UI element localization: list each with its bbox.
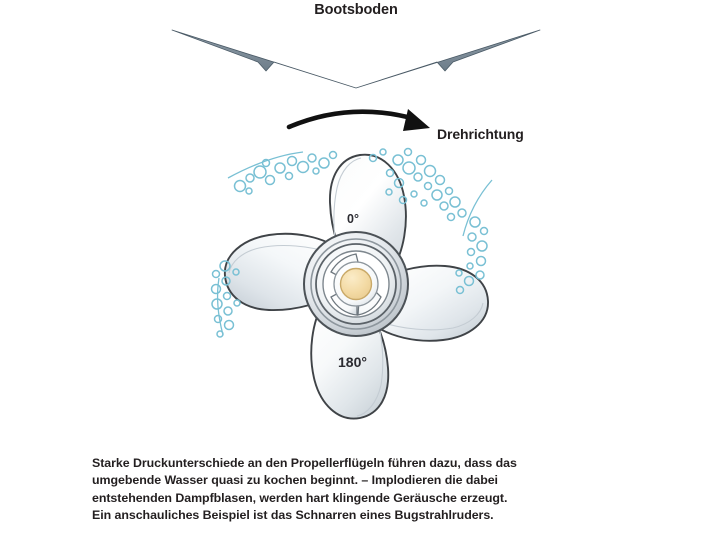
caption-line: entstehenden Dampfblasen, werden hart kl… — [92, 490, 508, 505]
caption-line: Starke Druckunterschiede an den Propelle… — [92, 456, 517, 470]
rotation-direction-label: Drehrichtung — [437, 126, 524, 142]
propeller-icon — [224, 153, 489, 420]
blade-angle-label-bottom: 180° — [338, 354, 367, 370]
caption-line: Ein anschauliches Beispiel ist das Schna… — [92, 508, 494, 523]
boat-hull-icon — [171, 29, 541, 89]
blade-angle-label-top: 0° — [347, 212, 359, 226]
cavitation-bubbles-icon — [210, 147, 493, 338]
figure-caption: Starke Druckunterschiede an den Propelle… — [92, 455, 572, 525]
caption-line: umgebende Wasser quasi zu kochen beginnt… — [92, 473, 498, 488]
page-title: Bootsboden — [314, 2, 398, 18]
curved-arrow-icon — [286, 109, 430, 131]
